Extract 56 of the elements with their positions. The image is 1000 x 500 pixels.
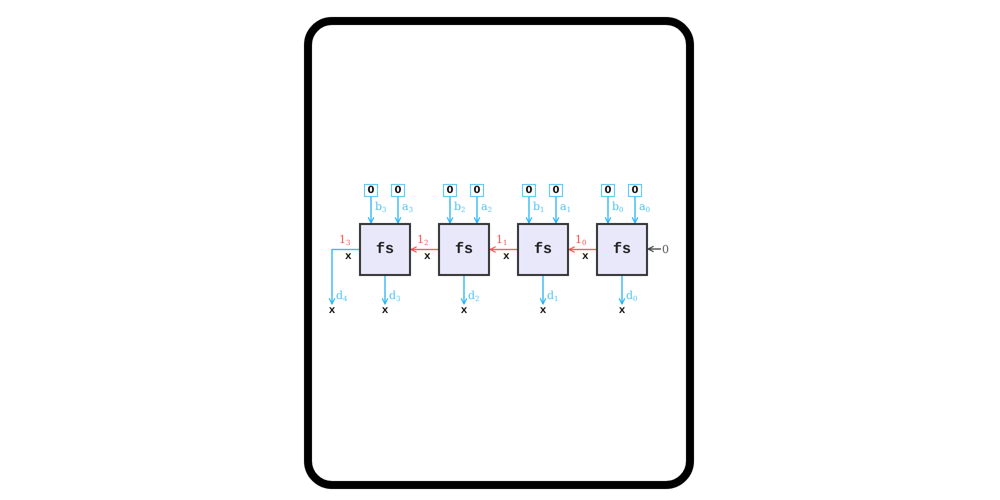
output-value: x	[460, 304, 468, 317]
value-box: 0	[470, 184, 484, 197]
arrow	[446, 197, 454, 224]
edge-label: d$_{0}$	[626, 290, 638, 302]
value-box: 0	[628, 184, 642, 197]
edge-label: d$_{1}$	[547, 290, 559, 302]
arrow	[632, 197, 638, 224]
arrow	[647, 246, 661, 252]
arrow	[540, 276, 546, 305]
edge-label: a$_{3}$	[402, 201, 414, 213]
arrow	[474, 197, 480, 224]
arrow	[368, 197, 374, 224]
function-block: fs	[359, 223, 411, 276]
value-box: 0	[549, 184, 563, 197]
arrow	[394, 197, 402, 224]
arrow	[526, 197, 532, 224]
signal-label: d$_{4}$	[336, 290, 348, 302]
x-mark-label: x	[582, 251, 589, 263]
arrow	[618, 276, 626, 305]
arrow	[604, 197, 612, 224]
edge-label: b$_{1}$	[533, 201, 545, 213]
function-block: fs	[438, 223, 490, 276]
function-block: fs	[517, 223, 569, 276]
x-mark-label: x	[345, 251, 352, 263]
value-box: 0	[601, 184, 615, 197]
arrow	[460, 276, 468, 305]
output-value: x	[618, 304, 626, 317]
arrow	[382, 276, 388, 305]
output-value: x	[328, 304, 336, 317]
x-mark-label: x	[424, 251, 431, 263]
value-box: 0	[443, 184, 457, 197]
value-box: 0	[522, 184, 536, 197]
edge-label: a$_{2}$	[481, 201, 492, 213]
edge-label: b$_{0}$	[612, 201, 624, 213]
input-value: 0	[661, 242, 670, 256]
edge-label: a$_{1}$	[560, 201, 572, 213]
edge-label: b$_{3}$	[375, 201, 387, 213]
function-block: fs	[596, 223, 648, 276]
edge-label: d$_{3}$	[389, 290, 401, 302]
edge-label: 1$_{1}$	[496, 234, 508, 246]
arrow	[489, 246, 517, 253]
edge-label: 1$_{0}$	[575, 234, 586, 246]
edge-label: b$_{2}$	[454, 201, 466, 213]
value-box: 0	[391, 184, 405, 197]
output-value: x	[539, 304, 547, 317]
edge-label: 1$_{2}$	[417, 234, 428, 246]
arrow	[328, 248, 359, 305]
output-value: x	[381, 304, 389, 317]
edge-label: d$_{2}$	[468, 290, 480, 302]
x-mark-label: x	[503, 251, 510, 263]
edge-label: a$_{0}$	[639, 201, 650, 213]
edge-label: 1$_{3}$	[339, 234, 350, 246]
arrow	[568, 246, 596, 253]
value-box: 0	[364, 184, 378, 197]
arrow	[410, 246, 438, 253]
arrow	[552, 197, 560, 224]
